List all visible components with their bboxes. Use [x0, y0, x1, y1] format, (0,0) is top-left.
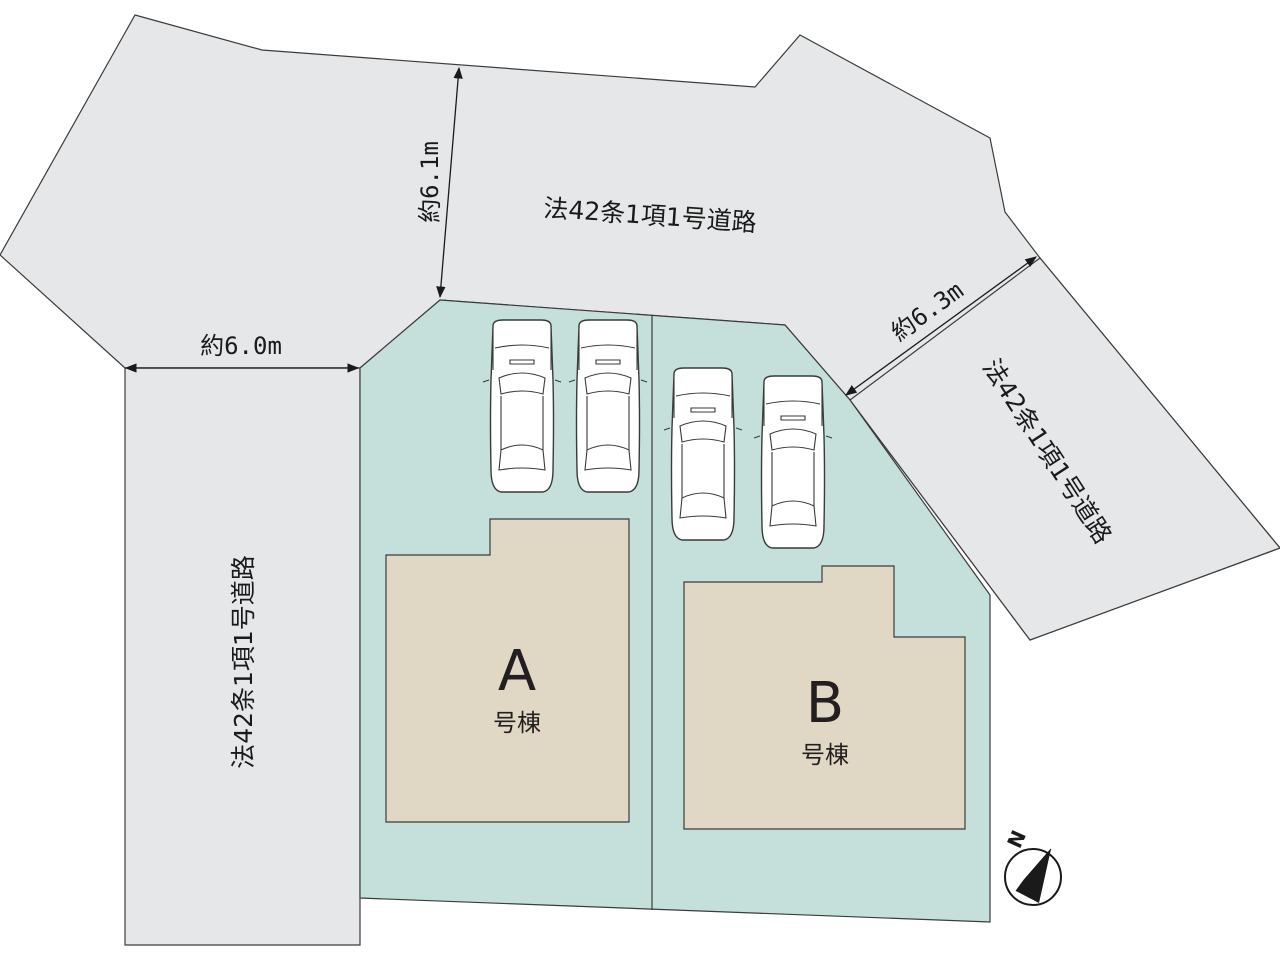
house-b-letter: B	[806, 671, 844, 736]
house-b-footprint	[683, 565, 966, 830]
west-road-label: 法42条1項1号道路	[229, 555, 258, 769]
house-a-label: 号棟	[493, 709, 541, 737]
house-a-footprint	[385, 518, 630, 823]
east-width-arrow	[845, 256, 1037, 396]
north-width-arrow	[436, 66, 463, 299]
parked-car-1	[482, 319, 562, 493]
parked-car-3	[663, 367, 743, 541]
compass-label: N	[1002, 827, 1031, 852]
west-width-label: 約6.0m	[200, 332, 282, 360]
north-width-label: 約6.1m	[416, 141, 444, 223]
north-arrow-icon: N	[1002, 827, 1062, 906]
house-a-letter: A	[498, 639, 536, 704]
house-b-label: 号棟	[801, 741, 849, 769]
parked-car-4	[753, 375, 833, 549]
parked-car-2	[568, 319, 648, 493]
